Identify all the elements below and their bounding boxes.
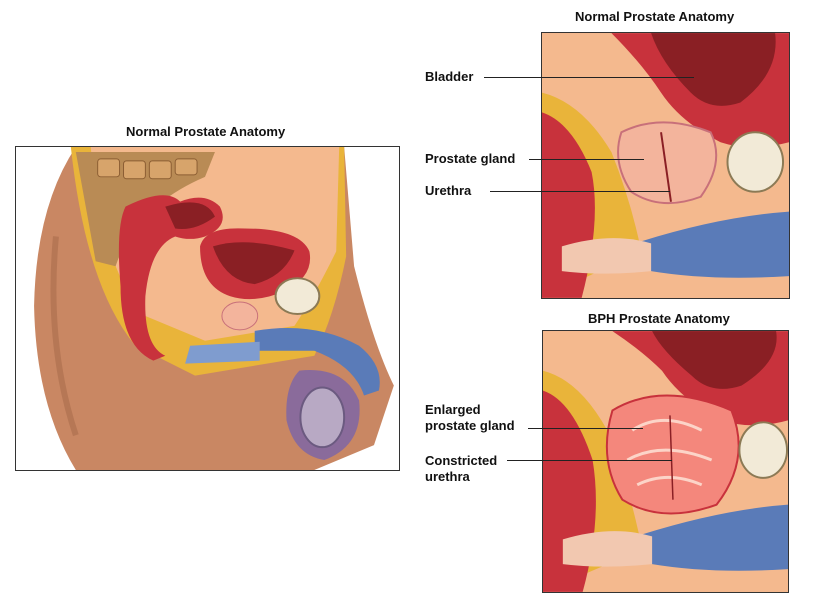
enlarged-prostate-leader-line [528, 428, 643, 429]
urethra-leader-line [490, 191, 670, 192]
urethra-label: Urethra [425, 183, 472, 198]
sagittal-anatomy-illustration [15, 146, 400, 471]
constricted-urethra-label: Constricted urethra [425, 453, 497, 485]
bladder-label: Bladder [425, 69, 474, 84]
constricted-urethra-leader-line [507, 460, 672, 461]
enlarged-prostate-label-line1: Enlarged [425, 402, 481, 417]
bph-closeup-svg [543, 331, 788, 592]
enlarged-prostate-label: Enlarged prostate gland [425, 402, 515, 434]
bottom-right-figure-title: BPH Prostate Anatomy [588, 311, 730, 326]
bladder-leader-line [484, 77, 694, 78]
constricted-urethra-label-line2: urethra [425, 469, 470, 484]
sagittal-anatomy-svg [34, 147, 394, 470]
top-right-figure-title: Normal Prostate Anatomy [575, 9, 735, 24]
constricted-urethra-label-line1: Constricted [425, 453, 498, 468]
enlarged-prostate-label-line2: prostate gland [425, 418, 515, 433]
bph-prostate-closeup [542, 330, 789, 593]
normal-closeup-svg [542, 33, 789, 298]
prostate-gland-label: Prostate gland [425, 151, 516, 166]
prostate-gland-leader-line [529, 159, 644, 160]
left-figure-title: Normal Prostate Anatomy [126, 124, 286, 139]
normal-prostate-closeup [541, 32, 790, 299]
